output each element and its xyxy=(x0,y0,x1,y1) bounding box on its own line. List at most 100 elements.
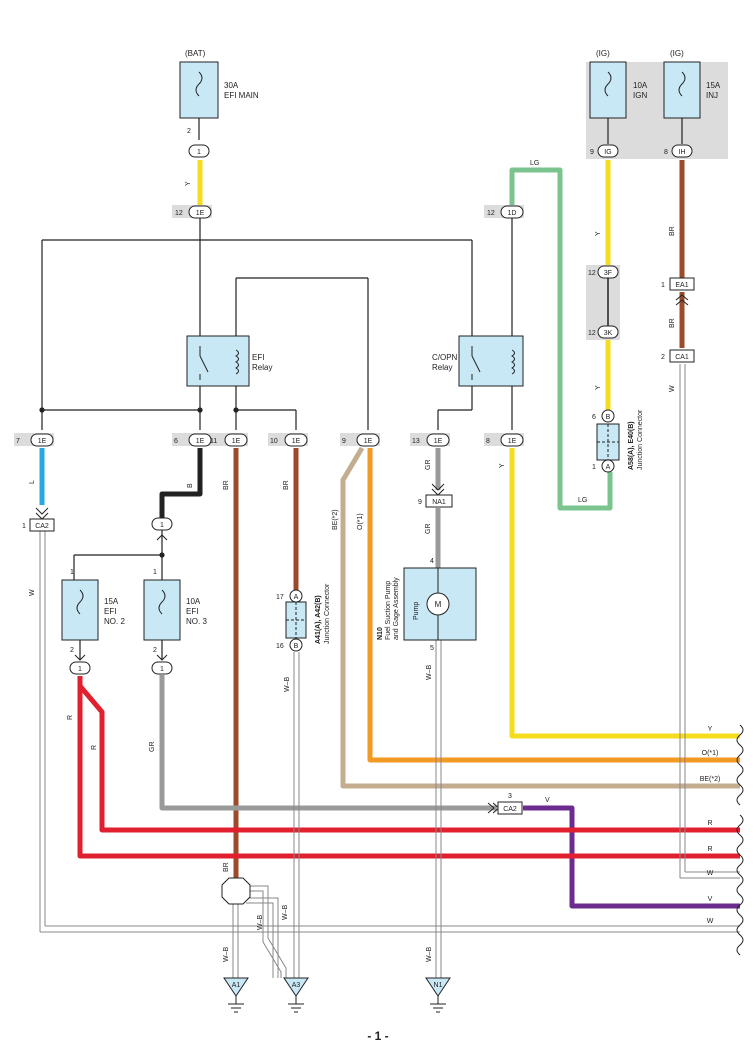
pin-1e-top: 12 xyxy=(175,210,183,217)
connector-efi-main-out: 1 2 xyxy=(187,128,210,158)
wire-label-wb-n1: W–B xyxy=(426,947,433,963)
pin-ih: 8 xyxy=(664,149,668,156)
svg-text:CA2: CA2 xyxy=(35,523,49,530)
wire-label-w-ca1: W xyxy=(669,385,676,392)
fuse-efi-no3-amp: 10A xyxy=(186,597,201,606)
pin-1e-bottom-1: 6 xyxy=(174,438,178,445)
copn-relay: C/OPN Relay xyxy=(432,335,524,387)
pin-jc58-a: 1 xyxy=(592,464,596,471)
fuse-inj-amp: 15A xyxy=(706,81,721,90)
fuse-efi-no3: 10A EFI NO. 3 xyxy=(143,579,207,641)
pump-label: Pump xyxy=(413,602,420,620)
pin-efi3-out: 2 xyxy=(153,647,157,654)
svg-text:B: B xyxy=(294,643,299,650)
pin-efi-main-out: 2 xyxy=(187,128,191,135)
connector-ca2-top: CA2 1 xyxy=(22,507,55,532)
pin-pump-out: 5 xyxy=(430,645,434,652)
connector-1e-bottom-label-3: 1E xyxy=(292,438,301,445)
pin-3f: 12 xyxy=(588,270,596,277)
cut-line-marks xyxy=(736,724,744,956)
ground-splice-point xyxy=(221,877,251,905)
right-label-1: O(*1) xyxy=(702,750,719,757)
svg-text:1: 1 xyxy=(160,666,164,673)
wire-label-br-11: BR xyxy=(223,480,230,490)
wire-label-b: B xyxy=(187,483,194,488)
colored-wires xyxy=(39,160,740,909)
pump-name1: Fuel Suction Pump xyxy=(385,581,392,640)
svg-text:1: 1 xyxy=(160,522,164,529)
copn-relay-name2: Relay xyxy=(432,363,452,372)
connector-1e-bottom-label-0: 1E xyxy=(38,438,47,445)
ground-a1: A1 xyxy=(223,977,249,1013)
svg-text:IH: IH xyxy=(679,149,686,156)
connector-efi3-out: 1 xyxy=(151,654,173,675)
wire-label-l: L xyxy=(29,480,36,484)
pump-name2: and Gage Assembly xyxy=(393,577,400,640)
ig-power-label-2: (IG) xyxy=(670,49,684,58)
connector-splice-1: 1 xyxy=(151,517,173,541)
right-label-6: V xyxy=(708,896,713,903)
shielded-white-wires xyxy=(39,364,740,978)
right-label-4: R xyxy=(707,846,712,853)
svg-text:1: 1 xyxy=(78,666,82,673)
right-label-2: BE(*2) xyxy=(700,776,721,783)
connector-1e-bottom-6 xyxy=(500,433,524,447)
pin-jc41-b: 16 xyxy=(276,643,284,650)
jc41-name: Junction Connector xyxy=(324,583,331,644)
wire-label-wb-a1: W–B xyxy=(223,947,230,963)
pin-pump-in: 4 xyxy=(430,558,434,565)
pin-1e-bottom-3: 10 xyxy=(270,438,278,445)
page-number: - 1 - xyxy=(367,1029,388,1043)
pin-1d-top: 12 xyxy=(487,210,495,217)
jc41-id: A41(A), A42(B) xyxy=(315,595,322,644)
ig-power-label-1: (IG) xyxy=(596,49,610,58)
jc58-name: Junction Connector xyxy=(637,409,644,470)
svg-text:1: 1 xyxy=(197,149,201,156)
svg-text:NA1: NA1 xyxy=(432,499,446,506)
svg-text:CA2: CA2 xyxy=(503,806,517,813)
fuse-efi-no2-name1: EFI xyxy=(104,607,116,616)
wire-label-br-splice: BR xyxy=(223,862,230,872)
pin-1e-bottom-5: 13 xyxy=(412,438,420,445)
connector-3k: 3K 12 xyxy=(588,325,619,339)
efi-relay-name1: EFI xyxy=(252,353,264,362)
efi-relay: EFI Relay xyxy=(186,335,272,387)
pin-1e-bottom-6: 8 xyxy=(486,438,490,445)
junction-connector-a58-e40: B A 6 1 A58(A), E40(B) Junction Connecto… xyxy=(592,409,644,473)
pin-ca2-b: 3 xyxy=(508,793,512,800)
fuse-inj: 15A INJ xyxy=(663,61,721,119)
connector-1e-bottom-label-2: 1E xyxy=(232,438,241,445)
wire-label-y-8: Y xyxy=(499,463,506,468)
pin-jc58-b: 6 xyxy=(592,414,596,421)
pin-ig: 9 xyxy=(590,149,594,156)
pump-id: N10 xyxy=(377,627,384,640)
connector-1e-top: 1E 12 xyxy=(172,205,212,219)
fuse-efi-main: 30A EFI MAIN xyxy=(179,61,259,119)
fuse-efi-main-amp: 30A xyxy=(224,81,239,90)
wire-label-w-ca2: W xyxy=(29,589,36,596)
fuse-efi-no2-amp: 15A xyxy=(104,597,119,606)
wire-label-br-ea1: BR xyxy=(669,318,676,328)
wire-label-o1: O(*1) xyxy=(357,513,364,530)
fuel-suction-pump: M Pump 4 5 N10 Fuel Suction Pump and Gag… xyxy=(377,558,477,652)
svg-text:1E: 1E xyxy=(196,210,205,217)
pin-1e-bottom-0: 7 xyxy=(16,438,20,445)
copn-relay-name1: C/OPN xyxy=(432,353,458,362)
wire-label-r2: R xyxy=(91,745,98,750)
svg-text:3F: 3F xyxy=(604,270,612,277)
connector-ig: IG 9 xyxy=(590,144,619,158)
connector-1e-bottom-2 xyxy=(224,433,248,447)
svg-text:B: B xyxy=(606,414,611,421)
svg-text:3K: 3K xyxy=(604,330,613,337)
wire-label-br-10: BR xyxy=(283,480,290,490)
connector-efi2-out: 1 xyxy=(69,654,91,675)
ground-a3-label: A3 xyxy=(292,982,301,989)
fuse-ign-amp: 10A xyxy=(633,81,648,90)
fuse-efi-main-name: EFI MAIN xyxy=(224,91,259,100)
connector-1e-bottom-label-5: 1E xyxy=(434,438,443,445)
pin-1e-bottom-4: 9 xyxy=(342,438,346,445)
connector-na1: NA1 9 xyxy=(418,483,453,508)
fuse-inj-name: INJ xyxy=(706,91,718,100)
